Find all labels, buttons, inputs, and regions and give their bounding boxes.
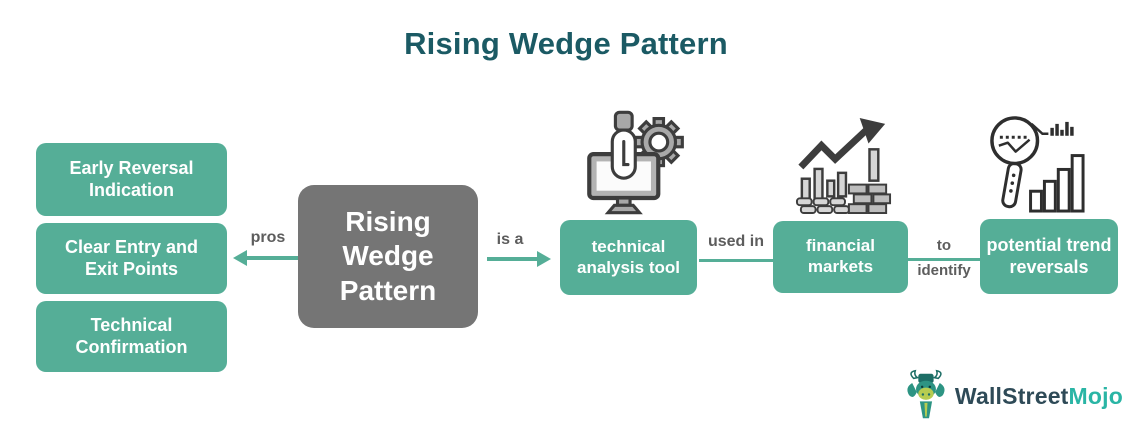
flow-box-label: potential trend reversals [986, 234, 1112, 277]
used-in-connector-line [699, 259, 773, 262]
pros-box-label: Clear Entry and Exit Points [64, 236, 199, 279]
bull-mascot-icon [907, 369, 945, 419]
flow-box-label: technical analysis tool [577, 236, 680, 277]
flow-box-financial-markets: financial markets [773, 221, 908, 293]
page-title: Rising Wedge Pattern [404, 26, 728, 61]
brand-logo: WallStreetMojo [903, 366, 1123, 426]
pros-box-technical-confirmation: Technical Confirmation [36, 301, 227, 372]
flow-box-technical-analysis-tool: technical analysis tool [560, 220, 697, 295]
is-a-arrowhead-right-icon [537, 251, 551, 267]
flow-box-potential-trend-reversals: potential trend reversals [980, 219, 1118, 294]
pros-box-clear-entry-exit: Clear Entry and Exit Points [36, 223, 227, 294]
pros-connector-label: pros [250, 229, 286, 246]
to-identify-connector-line [908, 258, 980, 261]
monitor-screwdriver-gear-icon [587, 110, 684, 215]
center-topic-label: Rising Wedge Pattern [339, 206, 437, 306]
used-in-connector-label: used in [707, 233, 764, 250]
is-a-connector-label: is a [496, 231, 524, 248]
brand-primary-text: WallStreet [954, 382, 1069, 409]
pros-box-label: Early Reversal Indication [69, 157, 194, 200]
flow-box-label: financial markets [806, 236, 875, 276]
brand-accent-text: Mojo [1068, 382, 1123, 409]
pros-box-label: Technical Confirmation [75, 314, 188, 357]
pros-box-early-reversal: Early Reversal Indication [36, 143, 227, 216]
brand-wordmark: WallStreetMojo [955, 383, 1123, 410]
pros-arrowhead-left-icon [233, 250, 247, 266]
is-a-arrow-line [487, 257, 537, 261]
magnifier-bar-chart-icon [990, 116, 1085, 213]
identify-connector-label: identify [917, 262, 971, 279]
center-topic-box: Rising Wedge Pattern [298, 185, 478, 328]
to-connector-label: to [936, 237, 952, 254]
rising-chart-coins-icon [795, 117, 892, 214]
pros-arrow-line [246, 256, 298, 260]
